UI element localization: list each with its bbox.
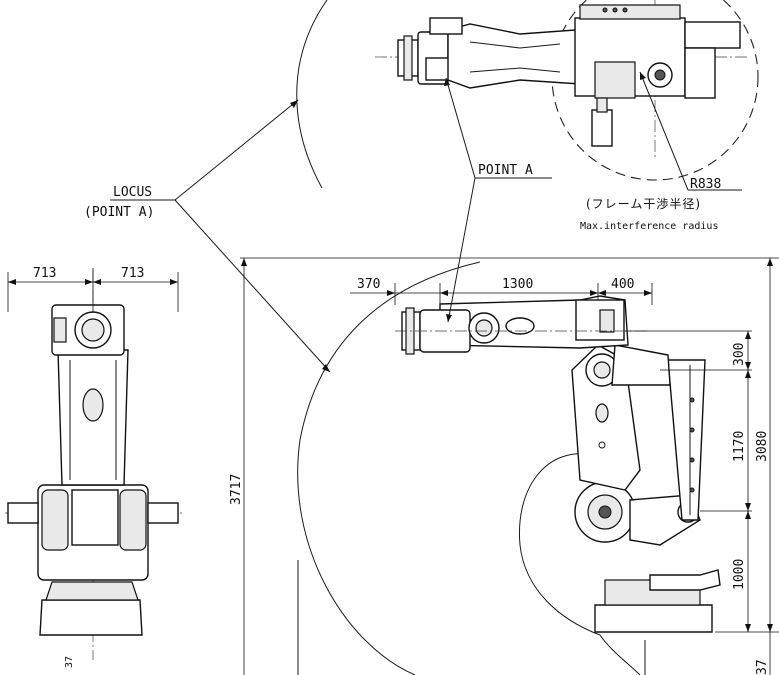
dim-overall-height: 3717 — [229, 474, 244, 505]
top-view-robot — [375, 0, 759, 181]
side-view-robot — [395, 295, 721, 633]
radius-jp-label: (フレーム干渉半径) — [586, 196, 701, 211]
radius-en-label: Max.interference radius — [580, 221, 718, 232]
dim-wrist-reach: 370 — [357, 277, 380, 292]
dim-bottom: 37 — [755, 659, 770, 675]
dim-total-height: 3080 — [755, 431, 770, 462]
dim-offset: 400 — [611, 277, 634, 292]
dimension-lines — [7, 257, 779, 675]
point-a-label: POINT A — [478, 163, 533, 178]
front-view-robot — [5, 270, 185, 660]
dim-arm-length: 1300 — [502, 277, 533, 292]
stray-mark: 37 — [64, 656, 75, 668]
locus-label: LOCUS — [113, 185, 152, 200]
radius-label: R838 — [690, 177, 721, 192]
dim-front-left: 713 — [33, 266, 56, 281]
dim-upper-offset: 300 — [732, 343, 747, 366]
leader-lines — [110, 71, 742, 373]
dim-lower-arm: 1170 — [732, 431, 747, 462]
annotations: LOCUS (POINT A) POINT A R838 (フレーム干渉半径) … — [33, 163, 770, 675]
dim-base-height: 1000 — [732, 559, 747, 590]
locus-point-label: (POINT A) — [84, 205, 154, 220]
dim-front-right: 713 — [121, 266, 144, 281]
